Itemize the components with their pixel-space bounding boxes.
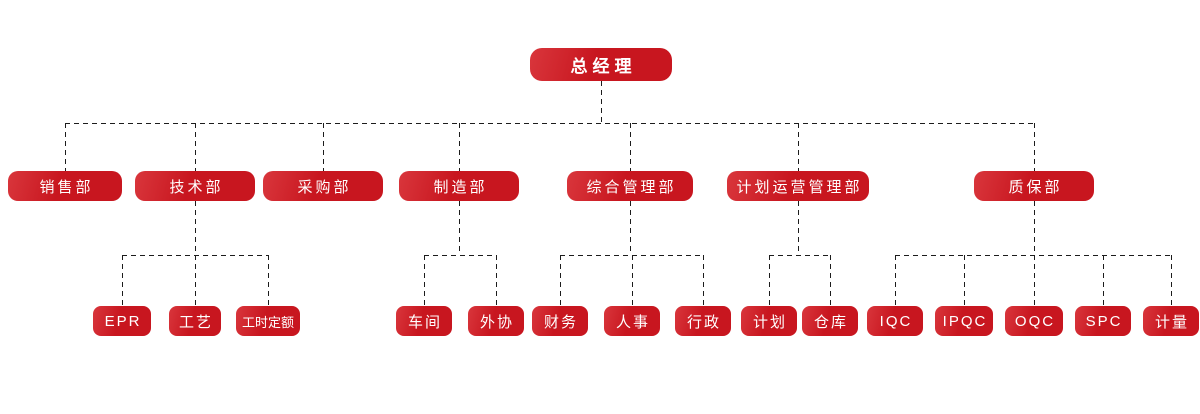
connector-drop-epr: [122, 255, 123, 306]
node-workshop: 车间: [396, 306, 452, 336]
connector-drop-purchasing: [323, 123, 324, 171]
node-planning: 计划: [741, 306, 797, 336]
node-technology: 技术部: [135, 171, 255, 201]
connector-drop-general-management: [630, 123, 631, 171]
node-oqc: OQC: [1005, 306, 1063, 336]
node-manufacturing: 制造部: [399, 171, 519, 201]
connector-drop-technology: [195, 123, 196, 171]
connector-planning-operations-horizontal: [769, 255, 830, 256]
connector-drop-sales: [65, 123, 66, 171]
connector-general-management-horizontal: [560, 255, 703, 256]
connector-drop-administration: [703, 255, 704, 306]
node-labor-quota: 工时定额: [236, 306, 300, 336]
connector-drop-oqc: [1034, 255, 1035, 306]
node-quality-assurance: 质保部: [974, 171, 1094, 201]
node-ipqc: IPQC: [935, 306, 993, 336]
node-purchasing: 采购部: [263, 171, 383, 201]
connector-drop-hr: [632, 255, 633, 306]
connector-drop-iqc: [895, 255, 896, 306]
connector-quality-assurance-stem: [1034, 201, 1035, 255]
node-hr: 人事: [604, 306, 660, 336]
connector-drop-outsourcing: [496, 255, 497, 306]
connector-drop-planning: [769, 255, 770, 306]
connector-drop-labor-quota: [268, 255, 269, 306]
connector-drop-spc: [1103, 255, 1104, 306]
connector-drop-planning-operations: [798, 123, 799, 171]
connector-drop-metrology: [1171, 255, 1172, 306]
node-general-manager: 总经理: [530, 48, 672, 81]
connector-technology-stem: [195, 201, 196, 255]
connector-drop-warehouse: [830, 255, 831, 306]
connector-drop-ipqc: [964, 255, 965, 306]
connector-main-horizontal: [65, 123, 1034, 124]
node-sales: 销售部: [8, 171, 122, 201]
node-administration: 行政: [675, 306, 731, 336]
node-epr: EPR: [93, 306, 151, 336]
connector-drop-finance: [560, 255, 561, 306]
node-spc: SPC: [1075, 306, 1131, 336]
connector-planning-operations-stem: [798, 201, 799, 255]
node-process: 工艺: [169, 306, 221, 336]
connector-drop-workshop: [424, 255, 425, 306]
connector-drop-quality-assurance: [1034, 123, 1035, 171]
connector-root-drop: [601, 81, 602, 123]
connector-manufacturing-stem: [459, 201, 460, 255]
node-iqc: IQC: [867, 306, 923, 336]
node-general-management: 综合管理部: [567, 171, 693, 201]
connector-manufacturing-horizontal: [424, 255, 496, 256]
node-outsourcing: 外协: [468, 306, 524, 336]
node-finance: 财务: [532, 306, 588, 336]
connector-drop-manufacturing: [459, 123, 460, 171]
node-planning-operations: 计划运营管理部: [727, 171, 869, 201]
connector-quality-assurance-horizontal: [895, 255, 1171, 256]
node-warehouse: 仓库: [802, 306, 858, 336]
node-metrology: 计量: [1143, 306, 1199, 336]
connector-general-management-stem: [630, 201, 631, 255]
connector-drop-process: [195, 255, 196, 306]
